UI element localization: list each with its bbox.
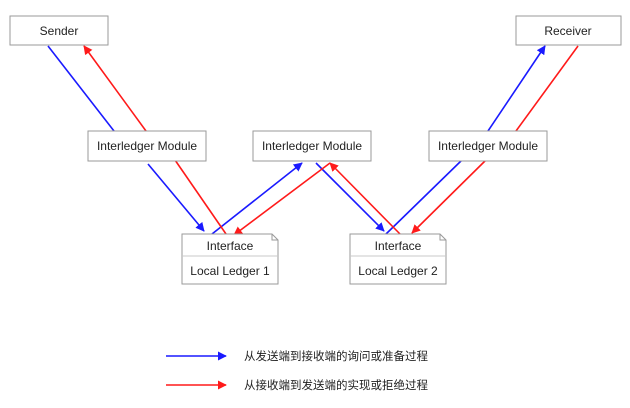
legend-red-text: 从接收端到发送端的实现或拒绝过程 (244, 378, 428, 392)
ledger1-name-label: Local Ledger 1 (190, 264, 270, 278)
blue-arrow-ledger1-to-module-center (211, 162, 303, 235)
blue-arrow-ledger2-to-module-right (385, 159, 463, 235)
legend: 从发送端到接收端的询问或准备过程 从接收端到发送端的实现或拒绝过程 (166, 349, 428, 392)
blue-arrow-module-left-to-ledger1 (147, 163, 205, 232)
ledger1-interface-label: Interface (207, 239, 254, 253)
red-arrow-ledger1-to-module-left (174, 159, 227, 235)
red-flow-arrows (83, 45, 579, 236)
interledger-module-center: Interledger Module (252, 130, 372, 162)
blue-arrow-module-right-to-receiver (487, 45, 546, 132)
legend-blue-text: 从发送端到接收端的询问或准备过程 (244, 349, 428, 363)
blue-arrow-sender-to-module-left (47, 45, 115, 132)
blue-flow-arrows (47, 45, 546, 235)
sender-label: Sender (40, 24, 79, 38)
receiver-label: Receiver (544, 24, 591, 38)
blue-arrow-module-center-to-ledger2 (315, 162, 385, 232)
local-ledger-2: Interface Local Ledger 2 (349, 233, 447, 285)
interledger-module-left: Interledger Module (87, 130, 207, 162)
ledger2-interface-label: Interface (375, 239, 422, 253)
interledger-module-right: Interledger Module (428, 130, 548, 162)
red-arrow-ledger2-to-module-center (329, 162, 401, 235)
ledger2-name-label: Local Ledger 2 (358, 264, 438, 278)
module-left-label: Interledger Module (97, 139, 197, 153)
red-arrow-module-center-to-ledger1 (233, 162, 331, 236)
red-arrow-receiver-to-module-right (515, 45, 579, 132)
module-center-label: Interledger Module (262, 139, 362, 153)
local-ledger-1: Interface Local Ledger 1 (181, 233, 279, 285)
sender-node: Sender (9, 15, 109, 46)
red-arrow-module-right-to-ledger2 (411, 159, 487, 234)
receiver-node: Receiver (515, 15, 622, 46)
module-right-label: Interledger Module (438, 139, 538, 153)
red-arrow-module-left-to-sender (83, 45, 147, 132)
